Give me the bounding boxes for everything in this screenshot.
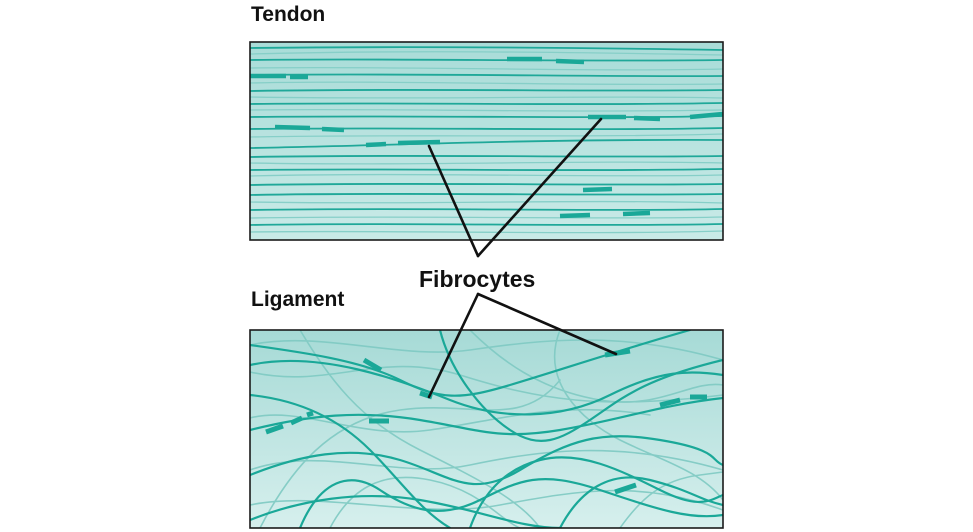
pointer-to-ligament-left xyxy=(427,292,480,399)
pointer-to-tendon-right xyxy=(476,117,603,258)
pointer-to-tendon-left xyxy=(427,144,480,258)
tendon-fibrocytes xyxy=(250,56,723,219)
ligament-panel xyxy=(249,329,724,529)
fibrocytes-pointers xyxy=(427,117,618,399)
fibrocytes-label: Fibrocytes xyxy=(419,266,535,292)
tendon-panel xyxy=(249,41,724,241)
tendon-main-fibers xyxy=(250,46,723,226)
tendon-label: Tendon xyxy=(251,3,325,26)
ligament-main-fibers xyxy=(250,330,723,528)
tendon-light-fibers xyxy=(250,51,723,234)
ligament-label: Ligament xyxy=(251,288,344,311)
pointer-to-ligament-right xyxy=(476,292,618,356)
